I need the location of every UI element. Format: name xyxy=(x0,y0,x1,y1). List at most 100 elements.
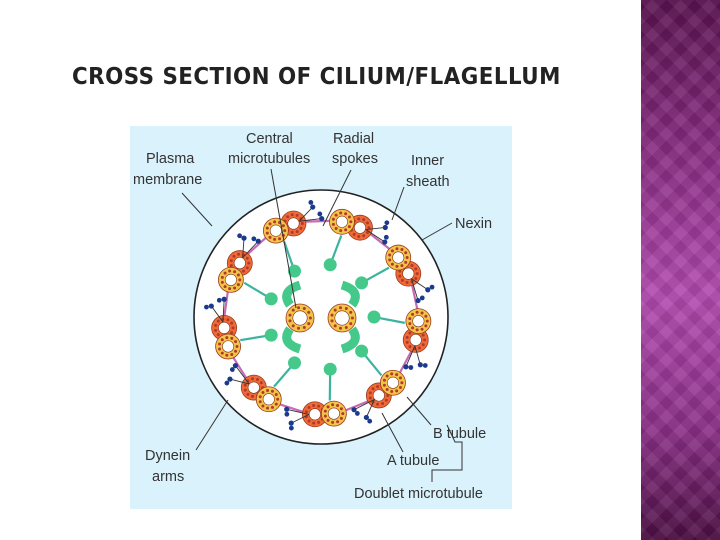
tubulin-dot xyxy=(323,414,327,418)
tubulin-dot xyxy=(367,226,371,230)
tubulin-dot xyxy=(390,390,394,394)
sheath-projection xyxy=(282,326,302,354)
dynein-arm-stalk xyxy=(365,399,375,418)
dynein-arm-head xyxy=(363,414,369,421)
tubulin-dot xyxy=(339,306,343,310)
tubulin-dot xyxy=(270,389,274,393)
tubulin-dot xyxy=(415,328,419,332)
nexin-link xyxy=(276,402,307,414)
tubulin-dot xyxy=(258,395,262,399)
tubulin-dot xyxy=(323,409,327,413)
dynein-arm-stalk xyxy=(365,227,386,230)
label-dynein-arms-line2: arms xyxy=(152,469,184,485)
dynein-arm-head xyxy=(429,284,435,290)
tubulin-dot xyxy=(223,271,227,275)
sheath-projection xyxy=(282,280,302,308)
tubulin-dot xyxy=(228,287,232,291)
tubulin-dot xyxy=(330,313,334,317)
tubulin-dot xyxy=(339,416,343,420)
tubulin-dot xyxy=(261,404,265,408)
radial-spoke-head xyxy=(264,328,278,342)
dynein-arm-head xyxy=(417,362,423,368)
dynein-arm-stalk xyxy=(411,278,419,301)
tubulin-dot xyxy=(400,264,404,268)
tubulin-dot xyxy=(302,325,306,329)
b-tubule-lumen xyxy=(269,224,282,237)
tubulin-dot xyxy=(255,377,259,381)
label-central-microtubules-line1: Central xyxy=(246,131,293,147)
tubulin-dot xyxy=(245,266,249,270)
b-tubule xyxy=(380,369,406,396)
dynein-arm-head xyxy=(237,233,243,239)
b-tubule xyxy=(385,244,412,271)
pointer-lines xyxy=(181,168,463,482)
dynein-arm-head xyxy=(288,420,294,426)
tubulin-dot xyxy=(266,406,270,410)
tubulin-dot xyxy=(242,269,246,273)
tubulin-dot xyxy=(405,340,409,344)
tubulin-dot xyxy=(381,402,385,406)
tubulin-dot xyxy=(220,351,224,355)
sheath-projection xyxy=(340,326,360,354)
tubulin-dot xyxy=(404,260,408,264)
dynein-arm-head xyxy=(284,411,290,417)
doublet-microtubule xyxy=(351,369,406,424)
tubulin-dot xyxy=(228,269,232,273)
radial-spoke-head xyxy=(355,276,369,290)
nexin-link xyxy=(222,288,230,319)
tubulin-dot xyxy=(245,256,249,260)
dynein-arm-head xyxy=(403,364,409,370)
tubulin-dot xyxy=(421,333,425,337)
nexin-link xyxy=(367,231,393,252)
radial-spoke xyxy=(355,266,390,290)
b-tubule xyxy=(320,400,347,427)
tubulin-dot xyxy=(349,310,353,314)
tubulin-dot xyxy=(216,319,220,323)
dynein-arm xyxy=(204,303,224,323)
tubulin-dot xyxy=(274,402,278,406)
tubulin-dot xyxy=(398,386,402,390)
tubulin-dot xyxy=(266,388,270,392)
tubulin-dot xyxy=(424,324,428,328)
dynein-arm-head xyxy=(284,406,290,412)
dynein-arm-head xyxy=(425,287,431,293)
tubulin-dot xyxy=(247,261,251,265)
b-tubule xyxy=(217,266,244,293)
tubulin-dot xyxy=(331,420,335,424)
tubulin-dot xyxy=(304,410,308,414)
a-tubule-lumen xyxy=(308,408,321,421)
tubulin-dot xyxy=(259,381,263,385)
tubulin-dot xyxy=(268,235,272,239)
tubulin-dot xyxy=(417,346,421,350)
b-tubule-lumen xyxy=(386,376,399,389)
b-tubule-lumen xyxy=(222,340,235,353)
b-tubule xyxy=(215,333,241,360)
b-tubule xyxy=(329,208,355,235)
dynein-arm-head xyxy=(382,239,388,245)
b-tubule-lumen xyxy=(392,251,405,264)
tubulin-dot xyxy=(243,388,247,392)
radial-spoke xyxy=(367,310,406,324)
dynein-arm-stalk xyxy=(222,299,225,323)
tubulin-dot xyxy=(233,286,237,290)
tubulin-dot xyxy=(423,338,427,342)
tubulin-dot xyxy=(308,316,312,320)
tubulin-dot xyxy=(347,215,351,219)
tubulin-dot xyxy=(362,234,366,238)
tubulin-dot xyxy=(339,211,343,215)
central-microtubule-right xyxy=(327,303,357,333)
radial-spoke xyxy=(273,356,301,388)
doublet-microtubule xyxy=(224,363,282,413)
a-tubule-lumen xyxy=(372,389,385,402)
tubulin-dot xyxy=(220,280,224,284)
tubulin-dot xyxy=(265,231,269,235)
tubulin-dot xyxy=(384,398,388,402)
radial-spoke-head xyxy=(367,310,381,324)
doublet-microtubule xyxy=(262,200,325,244)
dynein-arm-head xyxy=(288,425,294,431)
tubulin-dot xyxy=(411,326,415,330)
tubulin-dot xyxy=(230,331,234,335)
tubulin-dot xyxy=(307,419,311,423)
tubulin-dot xyxy=(276,397,280,401)
tubulin-dot xyxy=(312,421,316,425)
